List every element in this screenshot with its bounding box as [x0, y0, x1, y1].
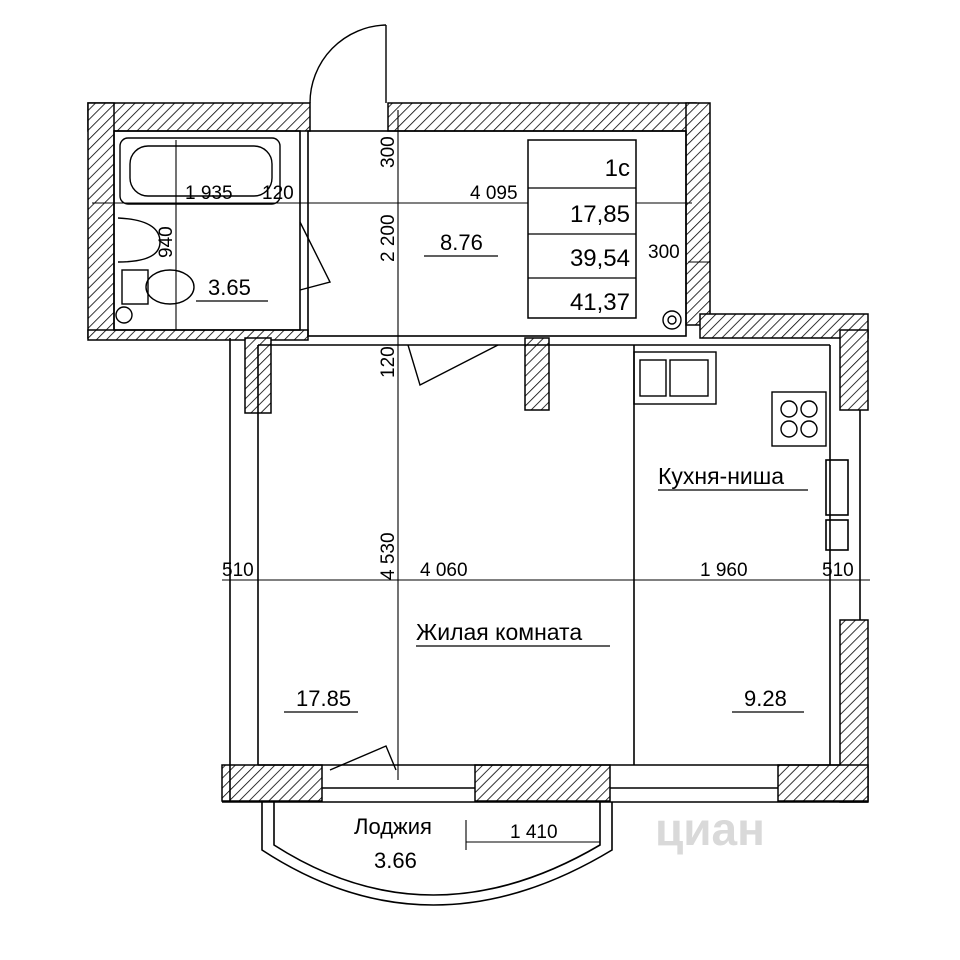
watermark-text: циан [655, 803, 765, 855]
wall-top-right [387, 102, 697, 132]
wall-bath-bottom [87, 329, 309, 341]
living-room-area: 17.85 [296, 686, 351, 711]
bath-outline [113, 130, 301, 331]
dim-room-width: 4 060 [420, 560, 468, 581]
wall-right-upper [839, 329, 869, 411]
wall-bottom-3 [777, 764, 869, 802]
apartment-type: 1с [605, 155, 630, 182]
balcony-door [329, 745, 397, 771]
window-right-2 [825, 519, 849, 551]
dim-loggia-width: 1 410 [510, 822, 558, 843]
loggia-name: Лоджия [354, 814, 432, 839]
dim-door-120: 120 [378, 346, 399, 378]
room-labels: 8.76 3.65 Жилая комната 17.85 Кухня-ниша… [196, 230, 808, 873]
hall-riser-icon [662, 310, 682, 330]
bath-area: 3.65 [208, 275, 251, 300]
living-area-value: 17,85 [570, 201, 630, 228]
total-area-value: 41,37 [570, 289, 630, 316]
dim-wall-120: 120 [262, 183, 294, 204]
bathtub-inner [129, 145, 273, 197]
dim-hall-height: 2 200 [378, 214, 399, 262]
burner-2-icon [800, 400, 818, 418]
kitchen-sink [633, 351, 717, 405]
apartment-info-box: 1с 17,85 39,54 41,37 [527, 139, 637, 319]
dim-bath-depth: 940 [156, 226, 177, 258]
dim-bath-width: 1 935 [185, 183, 233, 204]
kitchen-area: 9.28 [744, 686, 787, 711]
hall-riser-inner-icon [667, 315, 677, 325]
bath-drain-icon [115, 306, 133, 324]
wall-hall-right [685, 102, 711, 326]
dim-hall-top: 300 [378, 136, 399, 168]
loggia-outer [261, 802, 613, 906]
loggia-area: 3.66 [374, 848, 417, 873]
kitchen-sink-bowl-1 [639, 359, 667, 397]
entrance-door-arc [309, 24, 387, 104]
wall-top-left [87, 102, 311, 132]
walls [87, 102, 869, 803]
wall-bath-left [87, 102, 115, 339]
kitchen-sink-bowl-2 [669, 359, 709, 397]
burner-3-icon [780, 420, 798, 438]
bathtub [119, 137, 281, 205]
loggia-inner [273, 802, 601, 896]
hall-outline [307, 130, 687, 337]
dim-kitchen-width: 1 960 [700, 560, 748, 581]
kitchen-name: Кухня-ниша [658, 463, 784, 489]
sink [117, 217, 161, 263]
info-box-frame [527, 139, 637, 319]
dim-side-left: 510 [222, 560, 254, 581]
toilet-tank [121, 269, 149, 305]
watermark: циан [655, 803, 765, 855]
loggia [261, 802, 613, 906]
hall-area: 8.76 [440, 230, 483, 255]
burner-1-icon [780, 400, 798, 418]
wall-bottom-1 [221, 764, 323, 802]
column-center [524, 337, 550, 411]
toilet-bowl [145, 269, 195, 305]
wall-bottom-2 [474, 764, 611, 802]
fixtures [115, 137, 827, 447]
living-room-name: Жилая комната [416, 619, 582, 645]
dim-hall-right: 300 [648, 242, 680, 263]
dim-hall-width: 4 095 [470, 183, 518, 204]
dim-room-height: 4 530 [378, 532, 399, 580]
burner-4-icon [800, 420, 818, 438]
stove [771, 391, 827, 447]
dim-side-right: 510 [822, 560, 854, 581]
room-door [407, 344, 499, 387]
partitions [113, 130, 868, 803]
doors [299, 24, 499, 771]
window-right [825, 459, 849, 516]
living-total-value: 39,54 [570, 245, 630, 272]
bath-door [299, 221, 332, 291]
dimension-labels: 1 935 120 4 095 940 300 2 200 300 120 4 … [156, 136, 854, 843]
